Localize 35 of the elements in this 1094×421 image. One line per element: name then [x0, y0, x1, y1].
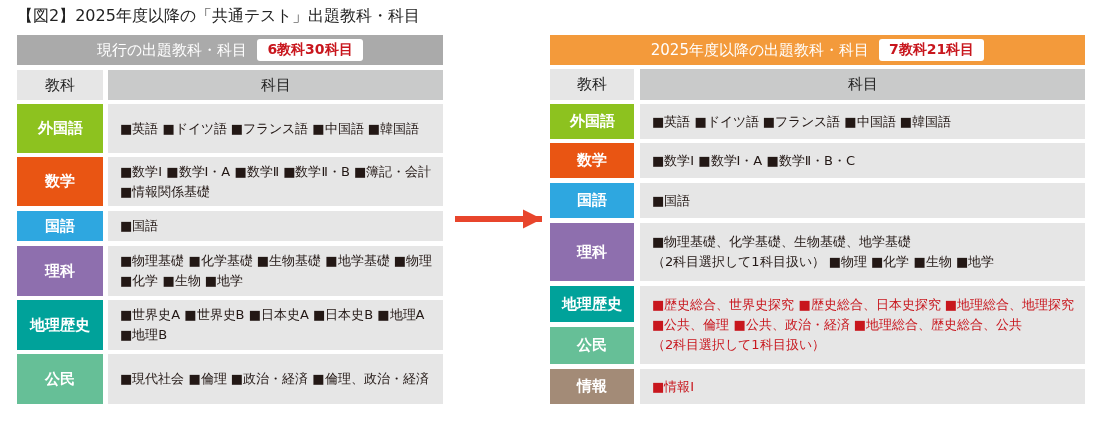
- subject-area-label: 公民: [550, 327, 634, 364]
- subject-list: ■英語 ■ドイツ語 ■フランス語 ■中国語 ■韓国語: [108, 104, 443, 153]
- subject-area-label: 国語: [17, 211, 103, 241]
- count-badge: 6教科30科目: [257, 39, 363, 61]
- title: 【図2】2025年度以降の「共通テスト」出題教科・科目: [17, 6, 420, 27]
- header-title: 現行の出題教科・科目: [97, 40, 248, 60]
- column-header: 科目: [108, 70, 443, 100]
- subject-list: ■数学Ⅰ ■数学Ⅰ・A ■数学Ⅱ ■数学Ⅱ・B ■簿記・会計 ■情報関係基礎: [108, 157, 443, 206]
- subject-area-label: 地理歴史: [17, 300, 103, 350]
- subject-list: ■物理基礎、化学基礎、生物基礎、地学基礎（2科目選択して1科目扱い） ■物理 ■化学 ■生物 ■地学: [640, 223, 1085, 281]
- subject-list: ■物理基礎 ■化学基礎 ■生物基礎 ■地学基礎 ■物理 ■化学 ■生物 ■地学: [108, 246, 443, 296]
- subject-list: ■世界史A ■世界史B ■日本史A ■日本史B ■地理A ■地理B: [108, 300, 443, 350]
- subject-area-label: 外国語: [17, 104, 103, 153]
- subject-area-label: 地理歴史: [550, 286, 634, 322]
- subject-area-label: 国語: [550, 183, 634, 218]
- subject-area-label: 公民: [17, 354, 103, 404]
- subject-list: ■英語 ■ドイツ語 ■フランス語 ■中国語 ■韓国語: [640, 104, 1085, 139]
- column-header: 科目: [640, 69, 1085, 100]
- subject-area-label: 数学: [17, 157, 103, 206]
- column-header: 教科: [550, 69, 634, 100]
- subject-area-label: 数学: [550, 143, 634, 178]
- subject-area-label: 情報: [550, 369, 634, 404]
- subject-list: ■情報Ⅰ: [640, 369, 1085, 404]
- subject-area-label: 理科: [17, 246, 103, 296]
- count-badge: 7教科21科目: [878, 39, 985, 61]
- subject-area-label: 外国語: [550, 104, 634, 139]
- subject-list: ■国語: [640, 183, 1085, 218]
- subject-area-label: 理科: [550, 223, 634, 281]
- subject-list: ■歴史総合、世界史探究 ■歴史総合、日本史探究 ■地理総合、地理探究 ■公共、倫理 ■公共、政治・経済 ■地理総合、歴史総合、公共（2科目選択して1科目扱い）: [640, 286, 1085, 364]
- subject-list: ■数学Ⅰ ■数学Ⅰ・A ■数学Ⅱ・B・C: [640, 143, 1085, 178]
- arrow: [455, 209, 542, 229]
- header-title: 2025年度以降の出題教科・科目: [650, 40, 869, 60]
- subject-list: ■国語: [108, 211, 443, 241]
- column-header: 教科: [17, 70, 103, 100]
- subject-list: ■現代社会 ■倫理 ■政治・経済 ■倫理、政治・経済: [108, 354, 443, 404]
